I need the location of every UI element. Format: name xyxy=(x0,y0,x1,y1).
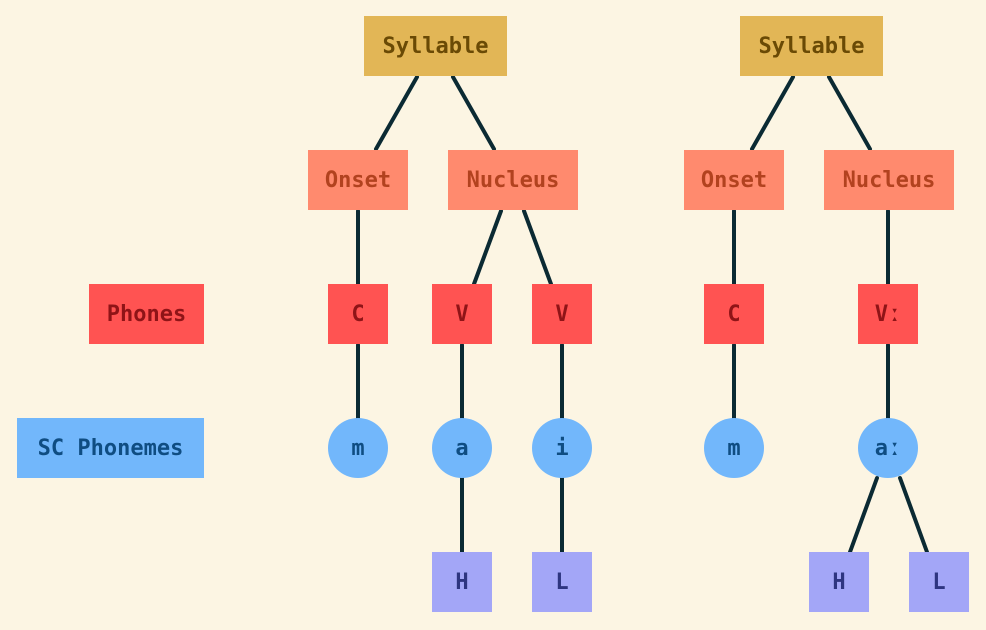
tone-node: H xyxy=(432,552,492,612)
phone-node: V xyxy=(532,284,592,344)
edge xyxy=(848,476,879,554)
edge xyxy=(827,75,872,151)
phone-node: C xyxy=(328,284,388,344)
phoneme-node: i xyxy=(532,418,592,478)
tone-node: L xyxy=(532,552,592,612)
edge xyxy=(750,75,795,151)
onset-node: Onset xyxy=(308,150,408,210)
phoneme-node: aː xyxy=(858,418,918,478)
phoneme-node: a xyxy=(432,418,492,478)
nucleus-node: Nucleus xyxy=(448,150,578,210)
tone-node: H xyxy=(809,552,869,612)
phoneme-node: m xyxy=(328,418,388,478)
sc-phonemes-row-label: SC Phonemes xyxy=(17,418,204,478)
edge xyxy=(451,75,496,151)
phone-node: V xyxy=(432,284,492,344)
tone-node: L xyxy=(909,552,969,612)
nucleus-node: Nucleus xyxy=(824,150,954,210)
onset-node: Onset xyxy=(684,150,784,210)
phoneme-node: m xyxy=(704,418,764,478)
syllable-node: Syllable xyxy=(364,16,507,76)
phone-node: C xyxy=(704,284,764,344)
edge xyxy=(472,209,503,286)
edge xyxy=(374,75,419,151)
syllable-node: Syllable xyxy=(740,16,883,76)
edge xyxy=(522,209,553,286)
phone-node: Vː xyxy=(858,284,918,344)
phones-row-label: Phones xyxy=(89,284,204,344)
edge xyxy=(898,476,929,554)
